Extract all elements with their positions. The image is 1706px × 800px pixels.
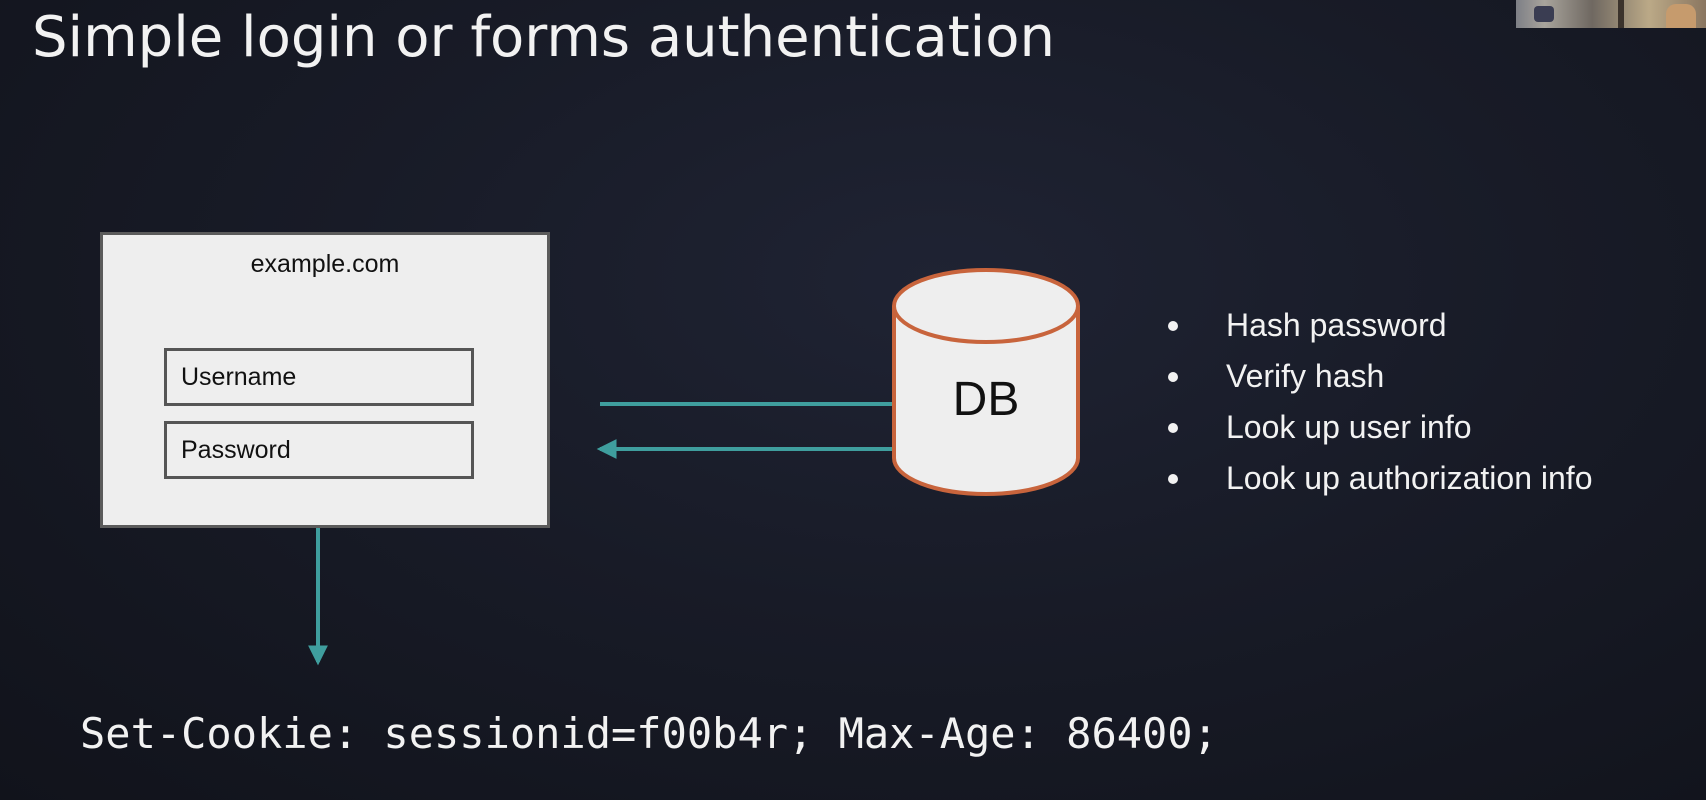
slide-title: Simple login or forms authentication <box>32 5 1055 70</box>
webcam-detail <box>1534 6 1554 22</box>
list-item: Look up user info <box>1162 402 1592 453</box>
bullet-icon <box>1168 372 1178 382</box>
list-item-text: Look up user info <box>1226 409 1472 445</box>
database-label: DB <box>952 373 1020 426</box>
webcam-thumbnail <box>1516 0 1706 28</box>
list-item: Look up authorization info <box>1162 453 1592 504</box>
set-cookie-header: Set-Cookie: sessionid=f00b4r; Max-Age: 8… <box>80 709 1218 758</box>
list-item: Verify hash <box>1162 351 1592 402</box>
list-item: Hash password <box>1162 300 1592 351</box>
database-cylinder <box>892 268 1080 496</box>
bullet-icon <box>1168 321 1178 331</box>
bullet-icon <box>1168 423 1178 433</box>
bullet-icon <box>1168 474 1178 484</box>
list-item-text: Verify hash <box>1226 358 1385 394</box>
username-field: Username <box>164 348 474 406</box>
password-field: Password <box>164 421 474 479</box>
domain-label: example.com <box>250 250 400 278</box>
webcam-detail <box>1618 0 1624 28</box>
list-item-text: Look up authorization info <box>1226 460 1593 496</box>
list-item-text: Hash password <box>1226 307 1447 343</box>
browser-window: example.com Username Password <box>100 232 550 528</box>
db-operations-list: Hash password Verify hash Look up user i… <box>1162 300 1592 504</box>
webcam-detail <box>1666 4 1696 28</box>
